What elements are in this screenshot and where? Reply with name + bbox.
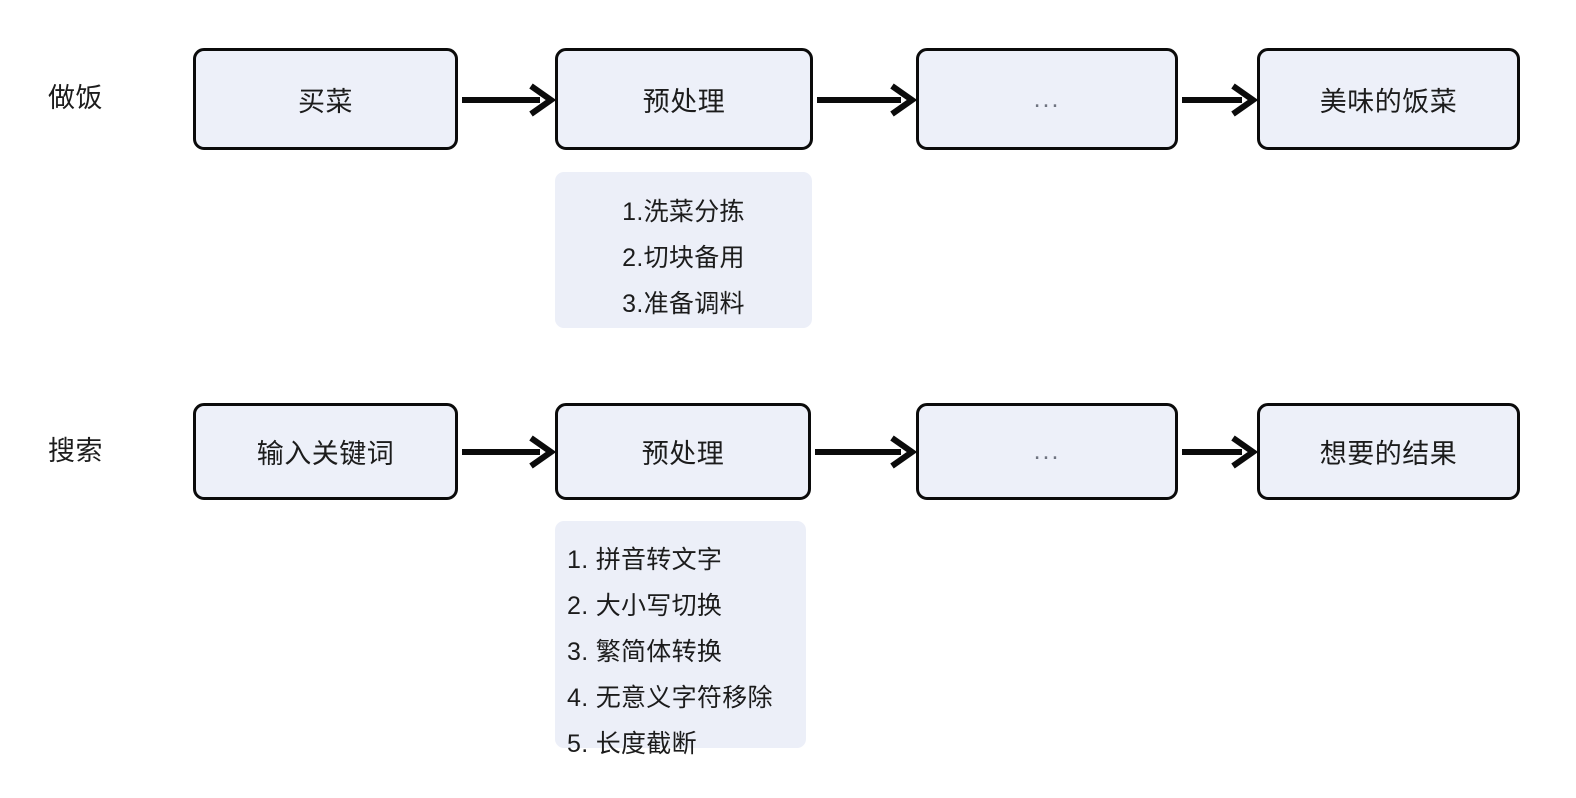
arrow-icon-cooking-1 xyxy=(458,79,557,121)
flow-box-search-step-3: ... xyxy=(916,403,1178,500)
note-panel-cooking: 1.洗菜分拣 2.切块备用 3.准备调料 xyxy=(555,172,812,328)
flow-box-search-step-2: 预处理 xyxy=(555,403,811,500)
arrow-icon-cooking-2 xyxy=(813,79,918,121)
row-label-search: 搜索 xyxy=(48,436,103,466)
row-label-cooking: 做饭 xyxy=(48,83,103,113)
flow-box-search-step-1: 输入关键词 xyxy=(193,403,458,500)
arrow-icon-search-2 xyxy=(811,431,918,473)
arrow-icon-search-1 xyxy=(458,431,557,473)
note-line: 4. 无意义字符移除 xyxy=(567,684,773,712)
arrow-icon-search-3 xyxy=(1178,431,1259,473)
note-line: 3.准备调料 xyxy=(622,290,745,318)
note-line: 1.洗菜分拣 xyxy=(622,198,745,226)
flow-box-cooking-step-1: 买菜 xyxy=(193,48,458,150)
flow-box-cooking-step-2: 预处理 xyxy=(555,48,813,150)
arrow-icon-cooking-3 xyxy=(1178,79,1259,121)
note-line: 3. 繁简体转换 xyxy=(567,638,723,666)
flow-box-cooking-step-4: 美味的饭菜 xyxy=(1257,48,1520,150)
flow-box-cooking-step-3: ... xyxy=(916,48,1178,150)
note-line: 2.切块备用 xyxy=(622,244,745,272)
note-line: 2. 大小写切换 xyxy=(567,592,723,620)
flow-box-search-step-4: 想要的结果 xyxy=(1257,403,1520,500)
note-line: 1. 拼音转文字 xyxy=(567,546,723,574)
note-line: 5. 长度截断 xyxy=(567,730,697,758)
note-panel-search: 1. 拼音转文字 2. 大小写切换 3. 繁简体转换 4. 无意义字符移除 5.… xyxy=(555,521,806,758)
